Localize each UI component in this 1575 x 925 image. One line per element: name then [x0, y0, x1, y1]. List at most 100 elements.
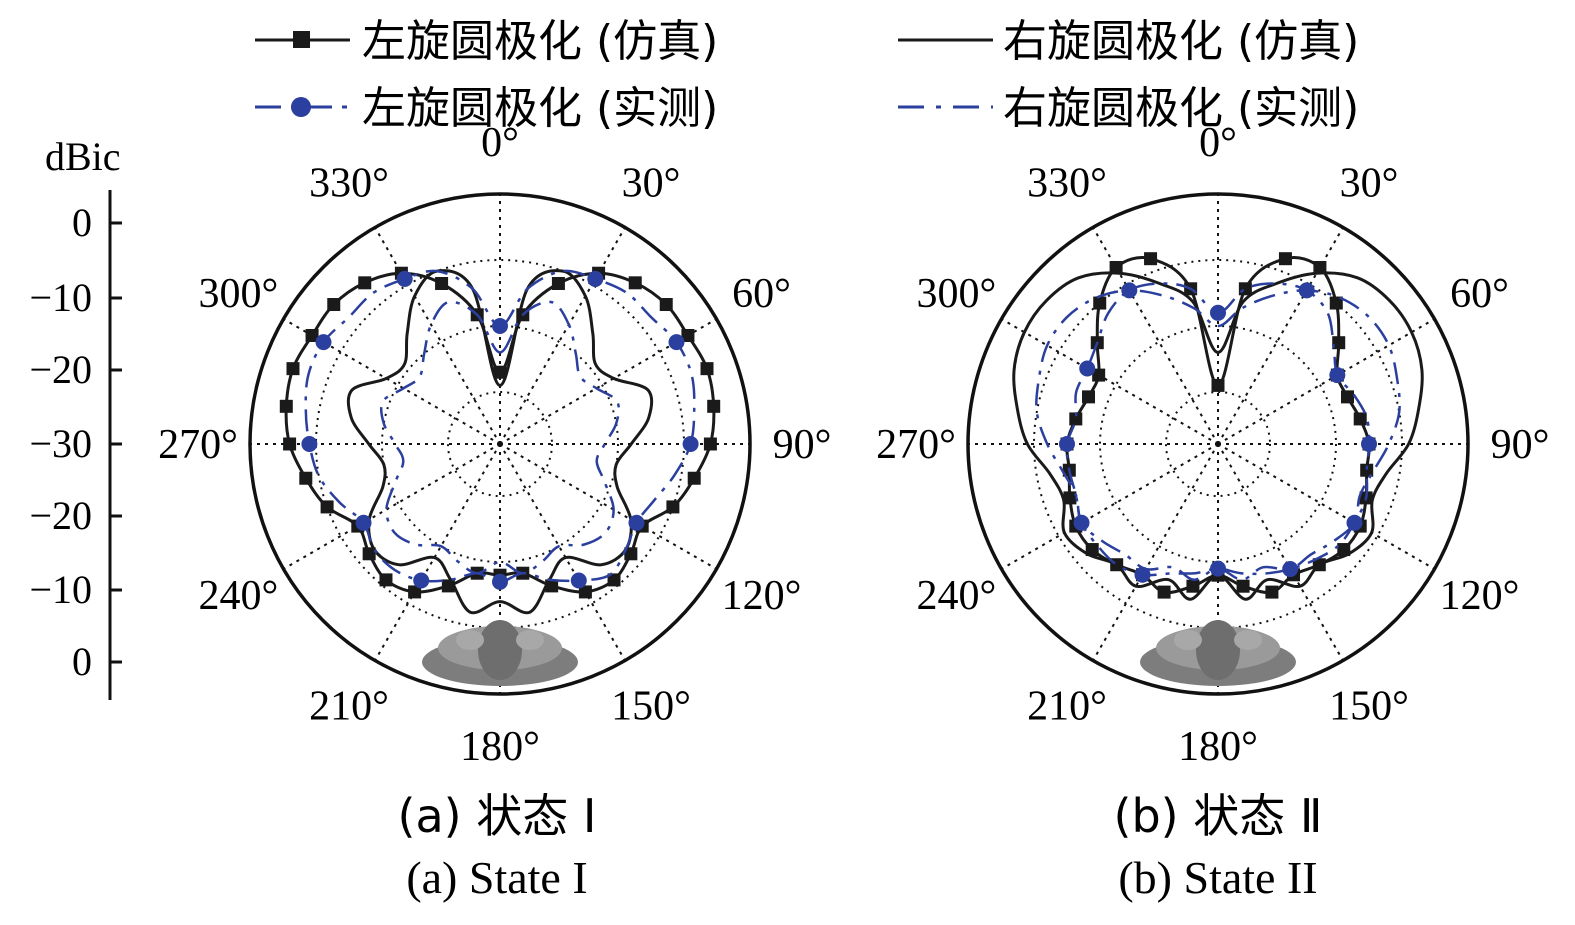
data-point: [668, 334, 685, 351]
y-tick-label: −20: [29, 347, 92, 392]
caption-a-en: (a) State I: [406, 852, 587, 903]
y-tick-label: −30: [29, 421, 92, 466]
grid-spoke: [282, 443, 501, 570]
data-point: [570, 572, 587, 589]
data-point: [607, 573, 621, 587]
angle-label: 60°: [1450, 271, 1509, 317]
data-point: [1340, 390, 1354, 404]
data-point: [700, 362, 714, 376]
legend-rhcp-meas: 右旋圆极化 (实测): [898, 83, 1359, 134]
grid-spoke: [1092, 443, 1219, 662]
data-point: [1134, 566, 1151, 583]
angle-label: 240°: [199, 573, 279, 619]
data-point: [492, 318, 508, 334]
data-point: [1063, 491, 1077, 505]
grid-spoke: [1217, 443, 1436, 570]
y-axis-unit: dBic: [45, 134, 121, 179]
data-point: [1157, 585, 1171, 599]
data-point: [1361, 436, 1377, 452]
series-3: [1035, 289, 1401, 581]
grid-ring-inner: [1165, 391, 1271, 497]
data-point: [1329, 367, 1346, 384]
data-point: [687, 471, 701, 485]
grid-ring: [1099, 325, 1337, 563]
data-point: [396, 270, 413, 287]
angle-label: 120°: [722, 573, 802, 619]
angle-label: 0°: [1199, 120, 1237, 166]
data-point: [1092, 368, 1106, 382]
legend-lhcp-sim: 左旋圆极化 (仿真): [255, 16, 718, 67]
grid-spoke: [1217, 443, 1344, 662]
angle-label: 300°: [199, 271, 279, 317]
data-point: [283, 437, 297, 451]
data-point: [707, 399, 721, 413]
caption-b-en: (b) State II: [1118, 852, 1317, 903]
series-line: [1035, 289, 1401, 581]
angle-label: 180°: [1178, 724, 1258, 770]
angle-label: 210°: [309, 684, 389, 730]
data-point: [379, 573, 393, 587]
series-line: [1065, 282, 1371, 577]
legend-lhcp-meas: 左旋圆极化 (实测): [255, 83, 718, 134]
series-1: [346, 269, 654, 615]
grid-ring: [381, 325, 619, 563]
data-point: [413, 572, 430, 589]
grid-spoke: [1217, 318, 1436, 445]
data-point: [1236, 579, 1250, 593]
data-point: [358, 276, 372, 290]
y-tick-label: −10: [29, 567, 92, 612]
data-point: [666, 500, 680, 514]
polar-grid: [248, 192, 752, 696]
data-point: [301, 436, 318, 452]
caption-b-cn: (b) 状态 Ⅱ: [1114, 789, 1323, 843]
y-tick-label: −20: [29, 493, 92, 538]
data-point: [279, 399, 293, 413]
grid-spoke: [499, 443, 718, 570]
data-point: [327, 298, 341, 312]
pattern-3d-inset-b: [1140, 620, 1296, 686]
data-point: [355, 514, 372, 531]
data-point: [1109, 261, 1123, 275]
data-point: [320, 500, 334, 514]
grid-spoke: [374, 443, 501, 662]
angle-label: 270°: [158, 422, 238, 468]
data-point: [1082, 390, 1096, 404]
y-axis: dBic 0−10−20−30−20−100: [29, 134, 122, 700]
angle-label: 330°: [1027, 160, 1107, 206]
data-point: [1313, 261, 1327, 275]
data-point: [659, 298, 673, 312]
data-point: [286, 362, 300, 376]
data-point: [305, 329, 319, 342]
data-point: [1085, 543, 1099, 557]
angle-label: 150°: [611, 684, 691, 730]
angle-label: 300°: [917, 271, 997, 317]
data-point: [1093, 296, 1107, 310]
angle-label: 270°: [876, 422, 956, 468]
data-point: [1337, 543, 1351, 557]
data-point: [1353, 412, 1367, 426]
data-point: [492, 573, 508, 590]
data-point: [299, 471, 313, 485]
angle-label: 90°: [773, 422, 832, 468]
data-point: [551, 277, 565, 291]
series-2: [1059, 282, 1377, 583]
angle-label: 60°: [732, 271, 791, 317]
series-2: [301, 269, 699, 590]
angle-label: 210°: [1027, 684, 1107, 730]
data-point: [1211, 378, 1225, 392]
data-point: [1069, 412, 1083, 426]
legend: 左旋圆极化 (仿真) 右旋圆极化 (仿真) 左旋圆极化 (实测) 右旋圆极化 (…: [255, 16, 1359, 134]
angle-label: 30°: [622, 160, 681, 206]
y-tick-label: 0: [72, 200, 92, 245]
angle-label: 120°: [1440, 573, 1520, 619]
angle-label: 30°: [1340, 160, 1399, 206]
legend-lhcp-sim-label: 左旋圆极化 (仿真): [362, 16, 718, 67]
data-point: [362, 547, 376, 561]
data-point: [578, 585, 592, 599]
angle-labels: 0°30°60°90°120°150°180°210°240°270°300°3…: [876, 120, 1549, 770]
data-point: [703, 437, 717, 451]
angle-labels: 0°30°60°90°120°150°180°210°240°270°300°3…: [158, 120, 831, 770]
caption-a-cn: (a) 状态 Ⅰ: [398, 789, 597, 843]
data-point: [1265, 585, 1279, 599]
